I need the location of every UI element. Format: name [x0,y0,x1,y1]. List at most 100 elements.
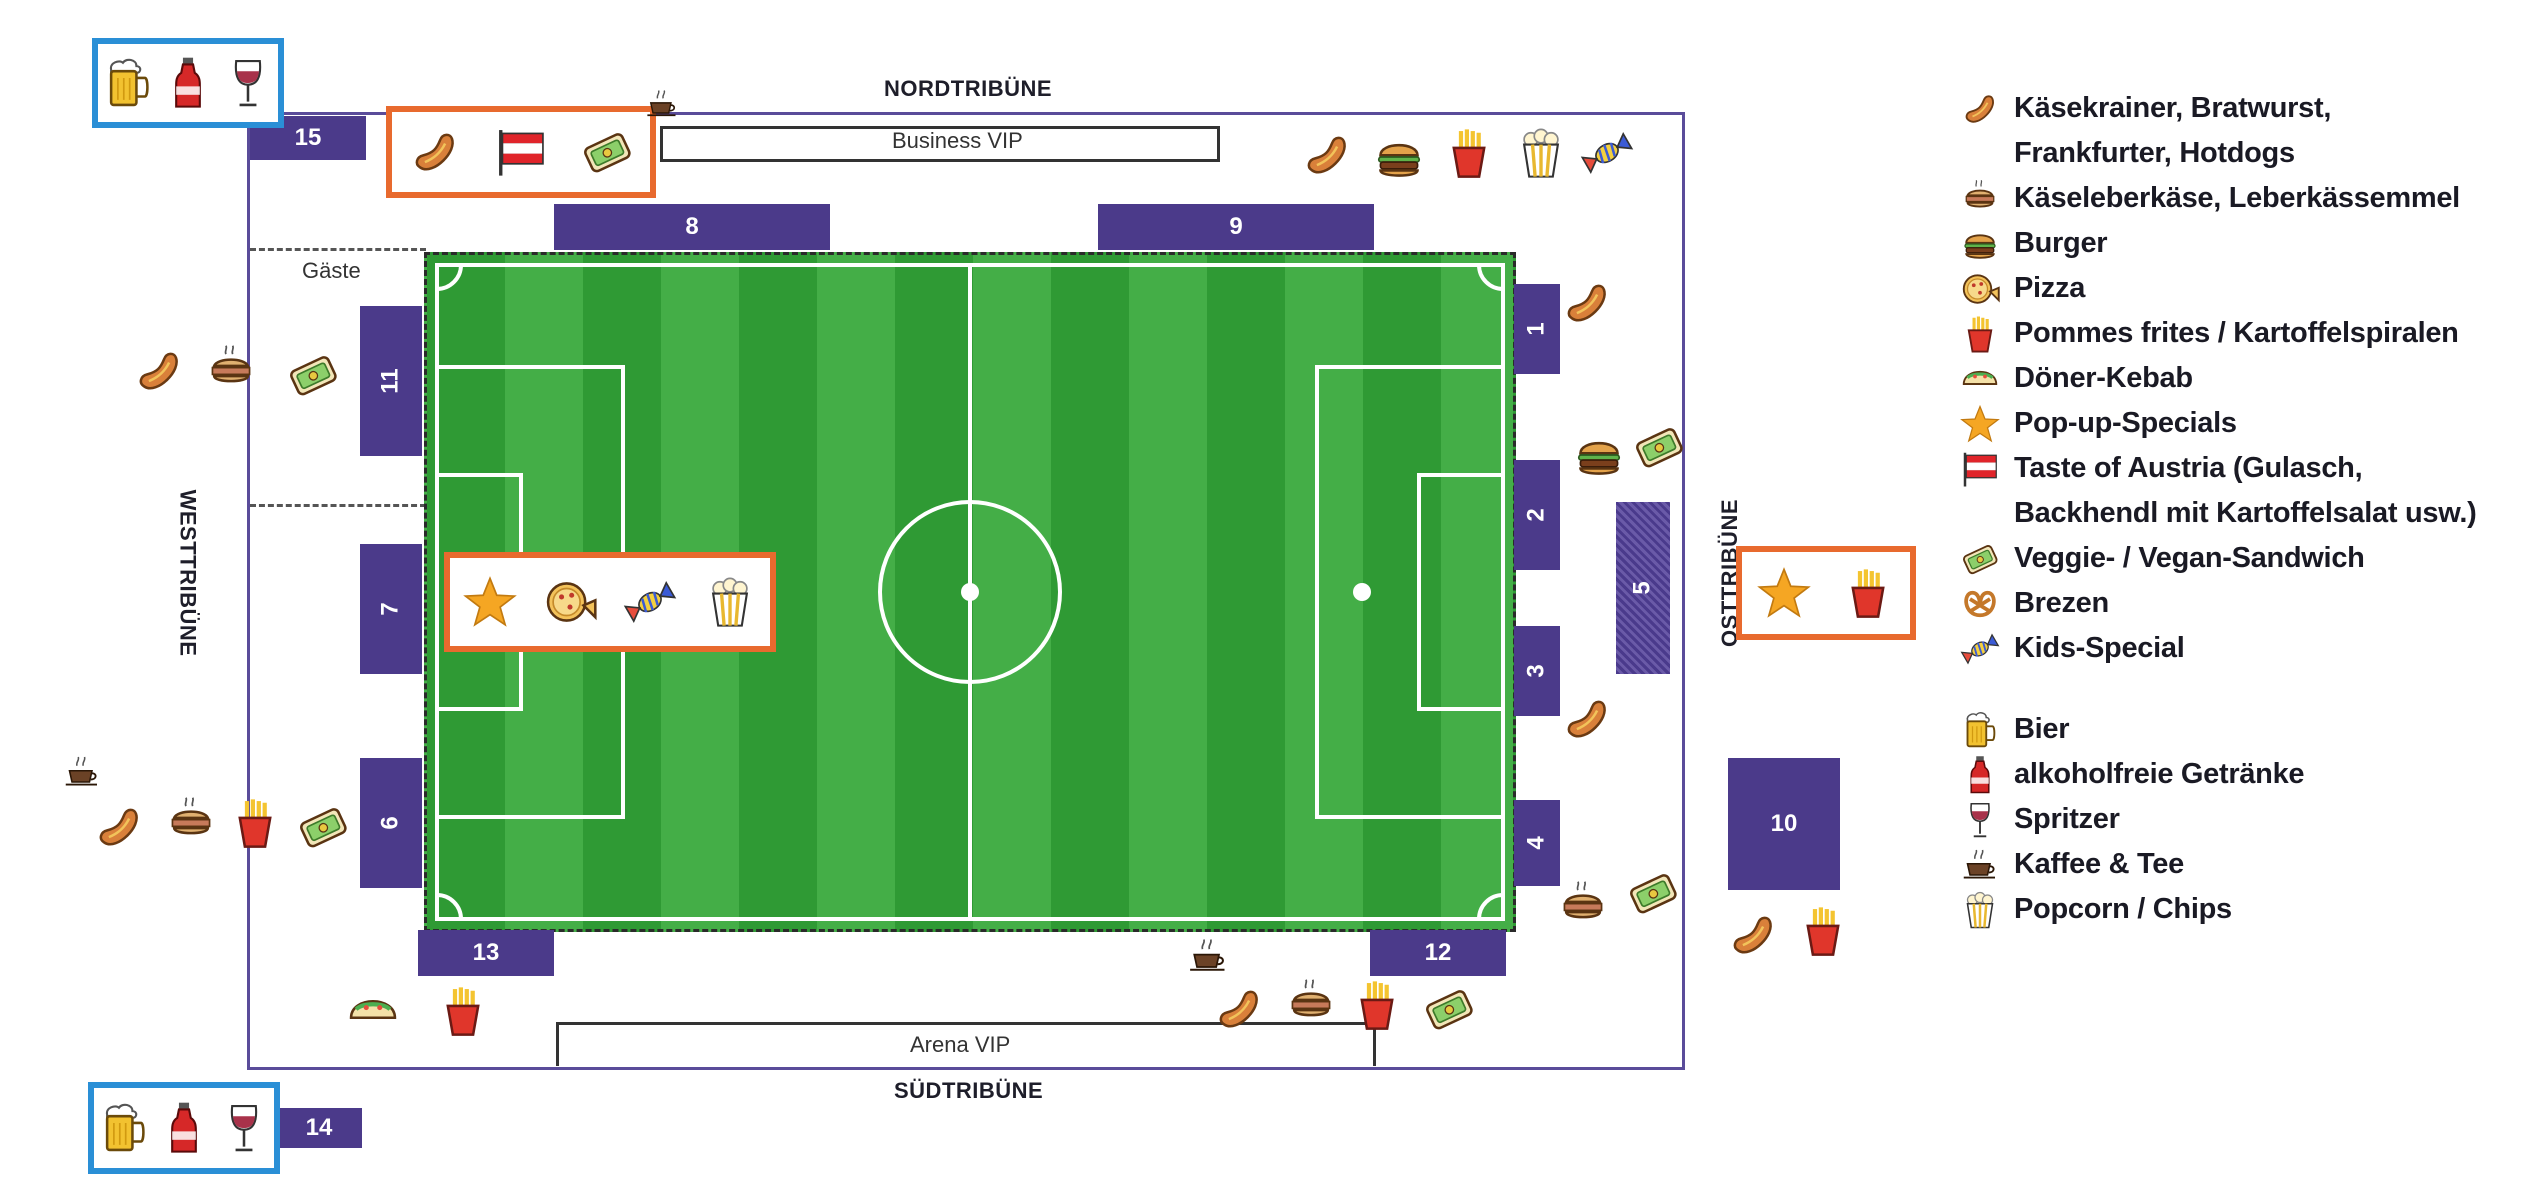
burger-icon [1372,130,1426,184]
coffee-icon [1960,845,2000,885]
legend-item-burger: Burger [1960,221,2520,266]
block-12[interactable]: 12 [1370,930,1506,976]
fries-icon [228,796,282,850]
candy-icon [1960,629,2000,669]
block-2[interactable]: 2 [1514,460,1560,570]
beer-icon [97,1101,151,1155]
arena-vip-label: Arena VIP [910,1032,1011,1057]
popcorn-icon [1960,890,2000,930]
sandwich-icon [1626,866,1680,920]
sausage-icon [1560,692,1614,746]
kebab-icon [1960,359,2000,399]
legend-item-wine: Spritzer [1960,797,2520,842]
leberkaese-icon [1960,179,2000,219]
kebab-icon [346,984,400,1038]
business-vip-box [660,126,1220,162]
legend-item-coffee: Kaffee & Tee [1960,842,2520,887]
legend-item-kebab: Döner-Kebab [1960,356,2520,401]
pizza-icon [543,575,597,629]
food-stand-business-vip[interactable] [386,106,656,198]
block-3[interactable]: 3 [1514,626,1560,716]
sausage-icon [1300,128,1354,182]
fries-icon [1796,904,1850,958]
arena-vip-box [556,1022,1376,1066]
block-4[interactable]: 4 [1514,800,1560,886]
legend-item-pizza: Pizza [1960,266,2520,311]
guest-sector-line [250,248,426,251]
fries-icon [1841,566,1895,620]
legend-item-pretzel: Brezen [1960,581,2520,626]
legend-item-popcorn: Popcorn / Chips [1960,887,2520,932]
legend-spacer [1960,671,2520,707]
block-5[interactable]: 5 [1616,502,1670,674]
sausage-icon [1212,982,1266,1036]
block-10[interactable]: 10 [1728,758,1840,890]
pizza-icon [1960,269,2000,309]
popup-specials-east[interactable] [1736,546,1916,640]
legend-item-austria: Taste of Austria (Gulasch, [1960,446,2520,491]
block-9[interactable]: 9 [1098,204,1374,250]
drinks-stand-south-west[interactable] [88,1082,280,1174]
sausage-icon [408,125,462,179]
leberkaese-icon [1284,978,1338,1032]
guest-sector-label: Gäste [302,258,361,283]
leberkaese-icon [164,796,218,850]
stadium-outline [247,112,1685,1070]
soda-bottle-icon [157,1101,211,1155]
legend: Käsekrainer, Bratwurst, Frankfurter, Hot… [1960,86,2520,932]
pretzel-icon [1960,584,2000,624]
burger-icon [1960,224,2000,264]
legend-item-fries: Pommes frites / Kartoffelspiralen [1960,311,2520,356]
leberkaese-icon [204,344,258,398]
sandwich-icon [1960,539,2000,579]
fries-icon [1960,314,2000,354]
fries-icon [436,984,490,1038]
austria-flag-icon [494,125,548,179]
star-icon [1757,566,1811,620]
sandwich-icon [1422,982,1476,1036]
block-6[interactable]: 6 [360,758,422,888]
wine-glass-icon [221,56,275,110]
star-icon [1960,404,2000,444]
candy-icon [623,575,677,629]
block-7[interactable]: 7 [360,544,422,674]
fries-icon [1442,126,1496,180]
tribune-north-label: NORDTRIBÜNE [884,76,1053,101]
popcorn-icon [1514,126,1568,180]
austria-flag-icon [1960,449,2000,489]
sausage-icon [1560,276,1614,330]
block-13[interactable]: 13 [418,930,554,976]
drinks-stand-north-west[interactable] [92,38,284,128]
beer-icon [1960,710,2000,750]
sandwich-icon [580,125,634,179]
legend-item-leberkaese: Käseleberkäse, Leberkässemmel [1960,176,2520,221]
legend-item-sausage: Käsekrainer, Bratwurst, [1960,86,2520,131]
legend-item-popup: Pop-up-Specials [1960,401,2520,446]
tribune-south-label: SÜDTRIBÜNE [894,1078,1044,1103]
soda-bottle-icon [161,56,215,110]
block-11[interactable]: 11 [360,306,422,456]
candy-icon [1580,126,1634,180]
coffee-icon [1186,934,1230,978]
legend-item-beer: Bier [1960,707,2520,752]
sausage-icon [92,800,146,854]
coffee-icon [644,86,680,122]
popup-specials-west[interactable] [444,552,776,652]
sandwich-icon [296,800,350,854]
coffee-icon [62,752,102,792]
leberkaese-icon [1556,880,1610,934]
sausage-icon [1726,908,1780,962]
legend-item-kids: Kids-Special [1960,626,2520,671]
tribune-west-label: WESTTRIBÜNE [175,489,201,657]
business-vip-label: Business VIP [892,128,1023,153]
legend-item-austria-cont: Backhendl mit Kartoffelsalat usw.) [2014,497,2477,529]
center-spot [961,583,979,601]
wine-glass-icon [1960,800,2000,840]
legend-item-soda: alkoholfreie Getränke [1960,752,2520,797]
penalty-spot [1353,583,1371,601]
block-1[interactable]: 1 [1514,284,1560,374]
block-14[interactable]: 14 [276,1108,362,1148]
block-8[interactable]: 8 [554,204,830,250]
legend-item-sausage-cont: Frankfurter, Hotdogs [2014,137,2295,169]
popcorn-icon [703,575,757,629]
